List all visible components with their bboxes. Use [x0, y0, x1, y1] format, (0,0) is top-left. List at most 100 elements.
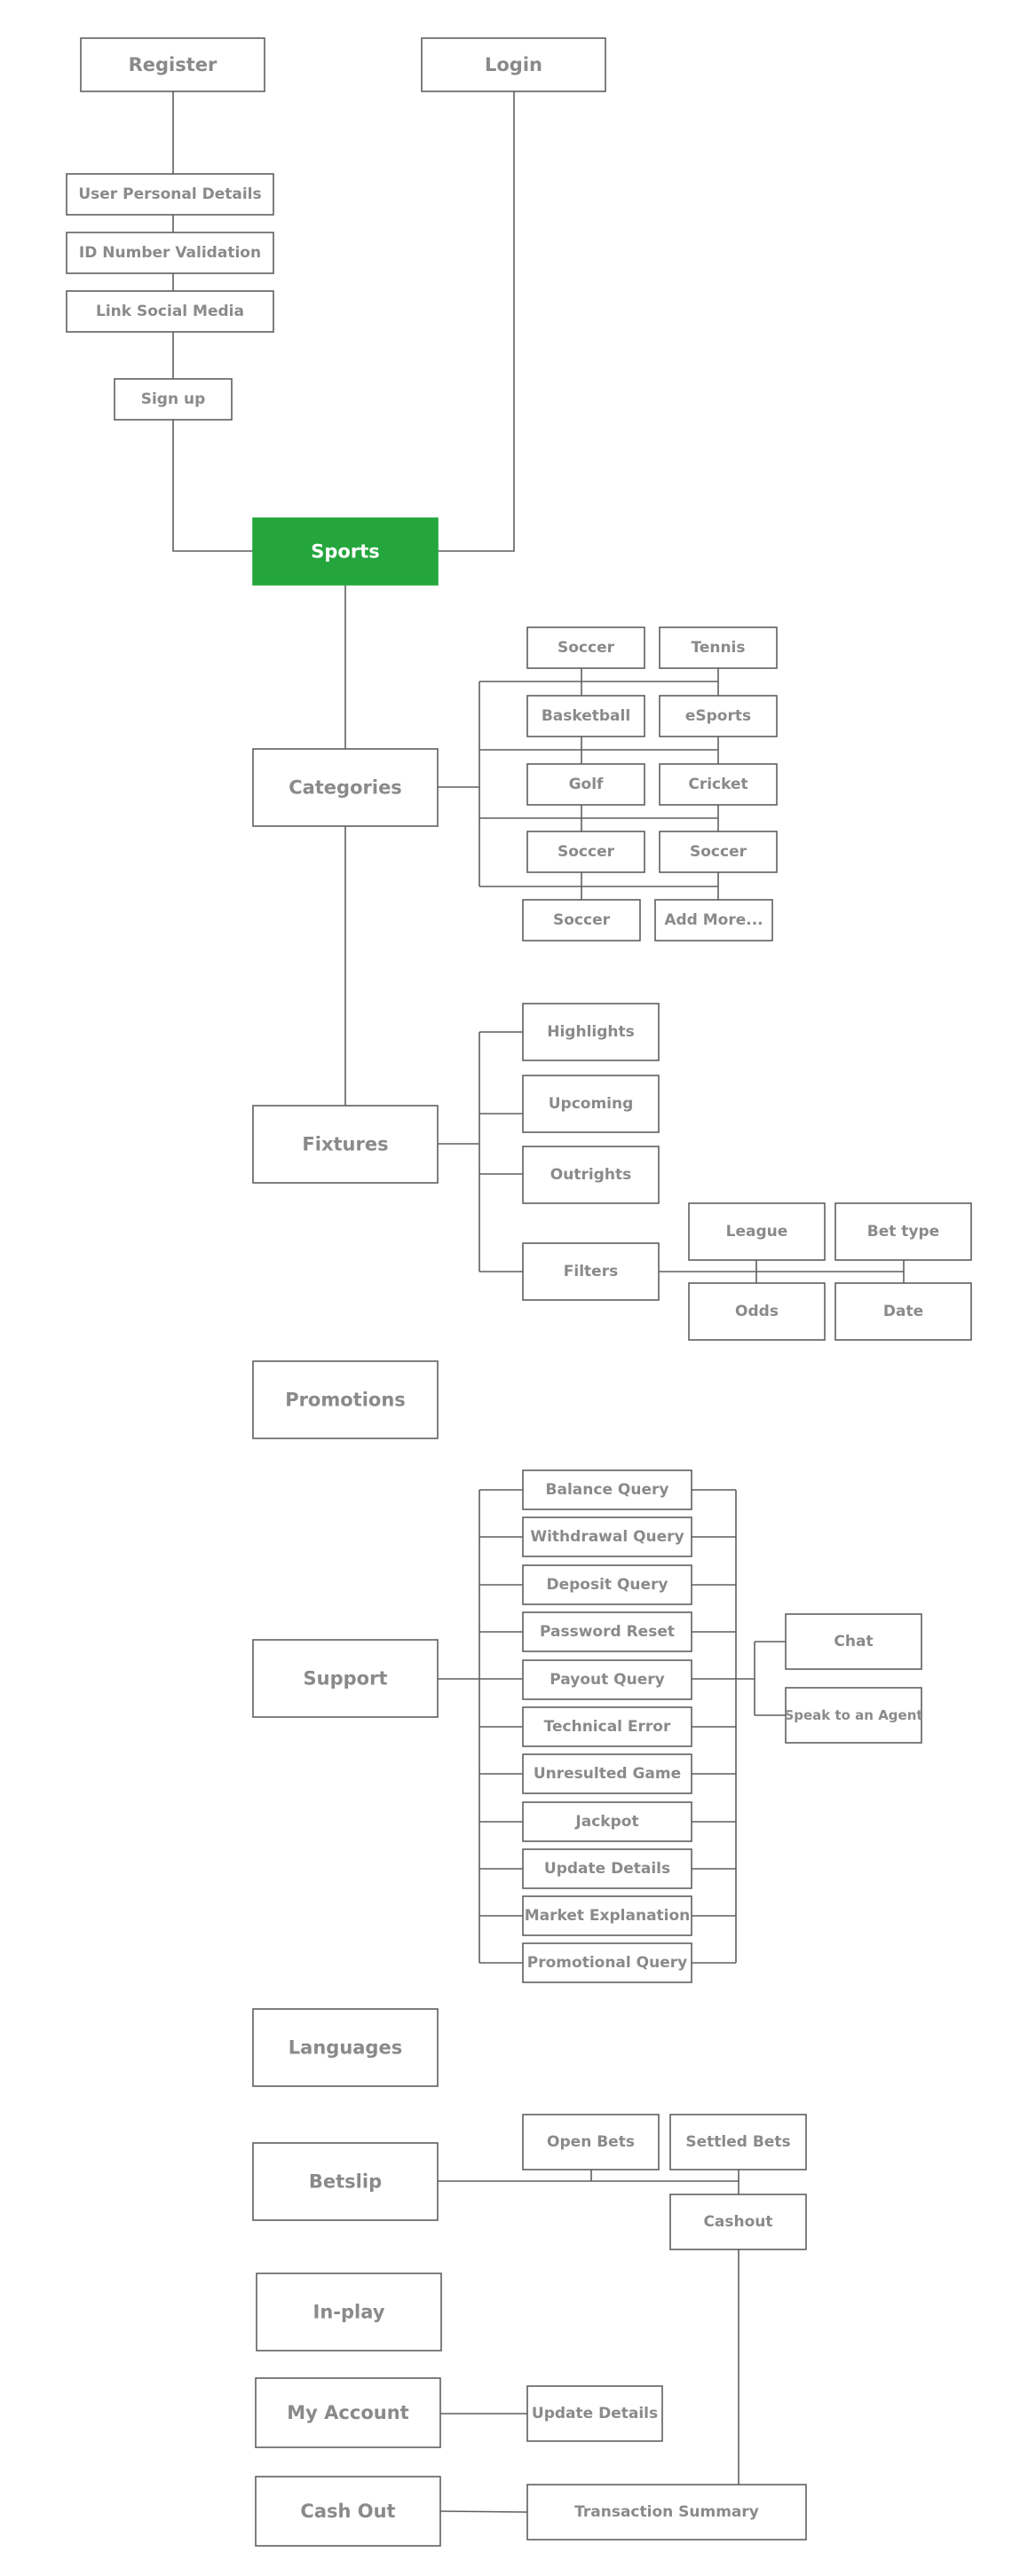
node-chat: Chat: [785, 1613, 922, 1670]
node-label: Technical Error: [544, 1718, 671, 1736]
node-label: Settled Bets: [685, 2133, 790, 2151]
node-box: [522, 1848, 692, 1889]
node-box: [522, 899, 641, 941]
node-cat-soccer-1: Soccer: [526, 626, 645, 669]
node-league: League: [688, 1202, 826, 1261]
node-label: Link Social Media: [96, 303, 244, 320]
node-label: Fixtures: [302, 1134, 388, 1155]
node-cat-add-more: Add More...: [654, 899, 773, 941]
node-label: Date: [883, 1303, 923, 1320]
node-label: ID Number Validation: [79, 244, 261, 262]
node-box: [785, 1613, 922, 1670]
node-box: [526, 2385, 663, 2442]
node-label: User Personal Details: [78, 185, 261, 203]
node-betslip: Betslip: [252, 2142, 439, 2221]
node-register: Register: [80, 37, 265, 92]
node-box: [526, 695, 645, 737]
node-label: Sports: [311, 541, 379, 563]
node-cat-basketball: Basketball: [526, 695, 645, 737]
node-label: Login: [485, 54, 542, 75]
node-outrights: Outrights: [522, 1146, 660, 1204]
node-filters: Filters: [522, 1242, 660, 1301]
node-label: Update Details: [544, 1860, 670, 1878]
node-user-details: User Personal Details: [66, 173, 274, 216]
node-box: [654, 899, 773, 941]
node-update-details-support: Update Details: [522, 1848, 692, 1889]
node-upcoming: Upcoming: [522, 1075, 660, 1133]
node-label: Languages: [289, 2037, 402, 2059]
node-open-bets: Open Bets: [522, 2114, 660, 2170]
node-box: [421, 37, 606, 92]
node-label: Filters: [564, 1263, 618, 1280]
node-box: [252, 2008, 439, 2087]
node-label: Basketball: [542, 707, 630, 725]
node-label: Outrights: [550, 1166, 631, 1184]
node-box: [669, 2114, 807, 2170]
node-password-reset: Password Reset: [522, 1611, 692, 1652]
node-label: Withdrawal Query: [530, 1528, 684, 1546]
node-box: [688, 1282, 826, 1341]
node-box: [659, 831, 778, 873]
node-date: Date: [834, 1282, 972, 1341]
node-languages: Languages: [252, 2008, 439, 2087]
node-sign-up: Sign up: [114, 378, 233, 421]
node-label: Cash Out: [300, 2501, 395, 2522]
node-payout-query: Payout Query: [522, 1659, 692, 1700]
node-technical-error: Technical Error: [522, 1706, 692, 1747]
node-box: [522, 1242, 660, 1301]
node-settled-bets: Settled Bets: [669, 2114, 807, 2170]
node-label: Jackpot: [574, 1813, 638, 1831]
node-support: Support: [252, 1639, 439, 1718]
node-promotions: Promotions: [252, 1360, 439, 1439]
node-box: [522, 1003, 660, 1061]
node-box: [252, 2142, 439, 2221]
node-cat-soccer-4: Soccer: [522, 899, 641, 941]
node-box: [522, 1895, 692, 1936]
node-cat-esports: eSports: [659, 695, 778, 737]
node-balance-query: Balance Query: [522, 1469, 692, 1510]
node-promotional-query: Promotional Query: [522, 1942, 692, 1983]
node-cashout: Cashout: [669, 2194, 807, 2250]
node-box: [252, 517, 439, 586]
node-box: [669, 2194, 807, 2250]
node-highlights: Highlights: [522, 1003, 660, 1061]
node-label: Promotions: [285, 1390, 406, 1411]
node-box: [255, 2476, 441, 2547]
node-label: Upcoming: [549, 1095, 634, 1113]
node-label: Soccer: [558, 843, 615, 861]
node-box: [522, 1146, 660, 1204]
node-box: [114, 378, 233, 421]
node-label: League: [726, 1223, 788, 1241]
node-box: [834, 1282, 972, 1341]
node-box: [659, 626, 778, 669]
node-cat-golf: Golf: [526, 763, 645, 806]
node-box: [522, 1611, 692, 1652]
node-label: Payout Query: [550, 1671, 664, 1689]
node-label: Chat: [834, 1633, 873, 1650]
node-speak-agent: Speak to an Agent: [784, 1687, 923, 1744]
node-box: [80, 37, 265, 92]
node-label: Deposit Query: [546, 1576, 668, 1594]
node-label: Golf: [569, 776, 604, 793]
node-in-play: In-play: [256, 2273, 442, 2351]
node-box: [659, 695, 778, 737]
node-link-social: Link Social Media: [66, 290, 274, 333]
node-box: [526, 2484, 807, 2541]
node-box: [522, 1659, 692, 1700]
node-label: Update Details: [532, 2405, 658, 2422]
node-box: [688, 1202, 826, 1261]
node-label: Odds: [735, 1303, 779, 1320]
node-label: My Account: [287, 2402, 408, 2423]
node-box: [522, 1469, 692, 1510]
node-login: Login: [421, 37, 606, 92]
connector-lines: [172, 91, 905, 2513]
node-box: [522, 1564, 692, 1605]
node-box: [526, 831, 645, 873]
node-box: [526, 763, 645, 806]
node-label: Register: [129, 54, 217, 75]
connector-line: [439, 2510, 528, 2513]
node-fixtures: Fixtures: [252, 1105, 439, 1184]
node-label: Soccer: [558, 639, 615, 657]
